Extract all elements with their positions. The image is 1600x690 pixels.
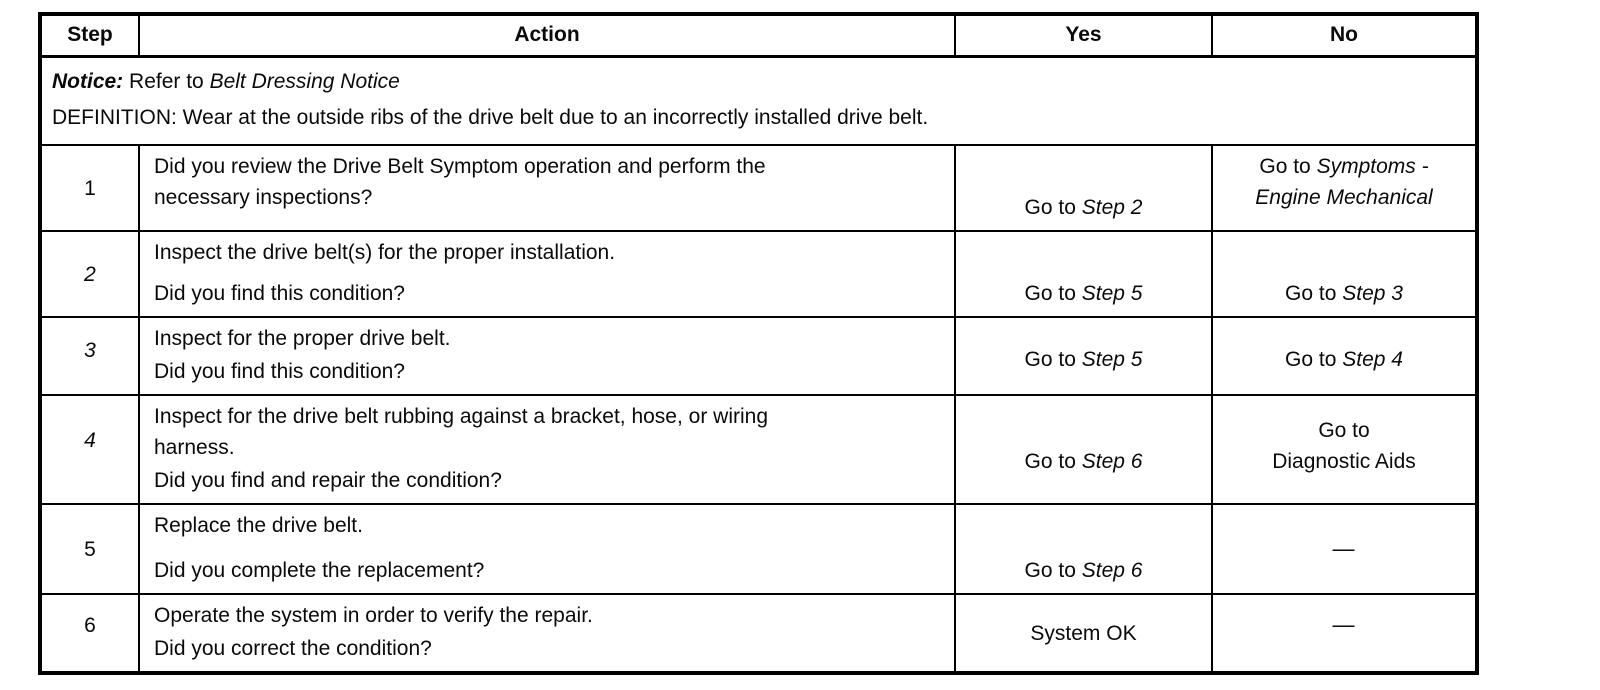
no-value: Go to xyxy=(1318,419,1370,442)
question-text: Did you complete the replacement? xyxy=(154,559,485,582)
step-cell: 1 xyxy=(39,144,140,232)
step-cell: 4 xyxy=(39,394,140,505)
no-value: Go to Symptoms - xyxy=(1259,151,1428,182)
step-ref: Step 6 xyxy=(1081,450,1143,473)
no-value: Go to Step 4 xyxy=(1285,344,1403,375)
dash-placeholder: — xyxy=(1332,612,1356,637)
goto-text: Go to xyxy=(1024,282,1076,305)
step-number: 2 xyxy=(84,262,96,286)
action-cell: Inspect for the drive belt rubbing again… xyxy=(138,394,956,505)
no-value: Go to Step 3 xyxy=(1285,278,1403,309)
col-header-yes: Yes xyxy=(954,13,1213,58)
yes-cell: System OK xyxy=(954,593,1213,674)
yes-cell: Go to Step 2 xyxy=(954,144,1213,232)
action-line: Replace the drive belt. xyxy=(154,514,363,537)
question-text: Did you find this condition? xyxy=(154,282,405,305)
table-row: 4 Inspect for the drive belt rubbing aga… xyxy=(39,394,1478,505)
goto-text: Go to xyxy=(1024,559,1076,582)
action-cell: Operate the system in order to verify th… xyxy=(138,593,956,674)
step-number: 5 xyxy=(84,537,96,561)
notice-reference: Belt Dressing Notice xyxy=(209,70,400,93)
no-cell: — xyxy=(1211,593,1478,674)
symptoms-ref: Symptoms - xyxy=(1316,155,1429,178)
table-row: 5 Replace the drive belt. Did you comple… xyxy=(39,503,1478,595)
table-row: 1 Did you review the Drive Belt Symptom … xyxy=(39,144,1478,232)
goto-text: Go to xyxy=(1259,155,1311,178)
step-number: 3 xyxy=(84,338,96,362)
yes-cell: Go to Step 5 xyxy=(954,230,1213,318)
no-cell: Go to Step 3 xyxy=(1211,230,1478,318)
step-cell: 5 xyxy=(39,503,140,595)
notice-definition-cell: Notice: Refer to Belt Dressing Notice DE… xyxy=(39,55,1478,146)
action-line: harness. xyxy=(154,436,235,459)
yes-cell: Go to Step 5 xyxy=(954,316,1213,396)
goto-text: Go to xyxy=(1285,282,1337,305)
dash-placeholder: — xyxy=(1332,535,1356,561)
action-line: Inspect the drive belt(s) for the proper… xyxy=(154,241,616,264)
action-line: necessary inspections? xyxy=(154,186,373,209)
action-line: Inspect for the proper drive belt. xyxy=(154,327,451,350)
table-row: 6 Operate the system in order to verify … xyxy=(39,593,1478,674)
step-ref: Step 2 xyxy=(1081,196,1143,219)
step-cell: 6 xyxy=(39,593,140,674)
step-ref: Step 4 xyxy=(1342,348,1403,371)
step-cell: 3 xyxy=(39,316,140,396)
step-ref: Step 3 xyxy=(1342,282,1403,305)
goto-text: Go to xyxy=(1285,348,1337,371)
diagnostic-table: Step Action Yes No Notice: Refer to Belt… xyxy=(38,12,1479,675)
goto-text: Go to xyxy=(1024,348,1076,371)
action-line: Inspect for the drive belt rubbing again… xyxy=(154,405,769,428)
yes-value: Go to Step 2 xyxy=(1025,192,1143,223)
step-ref: Step 5 xyxy=(1081,282,1143,305)
col-header-step: Step xyxy=(39,13,140,58)
notice-text: Refer to xyxy=(129,70,204,93)
step-ref: Step 5 xyxy=(1081,348,1143,371)
goto-text: Go to xyxy=(1024,450,1076,473)
question-text: Did you find and repair the condition? xyxy=(154,469,502,492)
notice-line: Notice: Refer to Belt Dressing Notice xyxy=(42,64,1475,100)
yes-value: Go to Step 6 xyxy=(1025,555,1143,586)
action-cell: Inspect the drive belt(s) for the proper… xyxy=(138,230,956,318)
yes-value: Go to Step 5 xyxy=(1025,278,1143,309)
definition-line: DEFINITION: Wear at the outside ribs of … xyxy=(52,106,929,129)
action-line: Operate the system in order to verify th… xyxy=(154,604,593,627)
action-line: Did you review the Drive Belt Symptom op… xyxy=(154,155,766,178)
no-cell: — xyxy=(1211,503,1478,595)
action-cell: Replace the drive belt. Did you complete… xyxy=(138,503,956,595)
goto-text: Go to xyxy=(1024,196,1076,219)
table-row: 2 Inspect the drive belt(s) for the prop… xyxy=(39,230,1478,318)
col-header-no: No xyxy=(1211,13,1478,58)
yes-cell: Go to Step 6 xyxy=(954,394,1213,505)
action-cell: Inspect for the proper drive belt. Did y… xyxy=(138,316,956,396)
step-cell: 2 xyxy=(39,230,140,318)
yes-value: Go to Step 6 xyxy=(1025,446,1143,477)
no-cell: Go to Step 4 xyxy=(1211,316,1478,396)
table-row: 3 Inspect for the proper drive belt. Did… xyxy=(39,316,1478,396)
yes-value: System OK xyxy=(1030,622,1137,645)
table-header-row: Step Action Yes No xyxy=(39,13,1478,58)
col-header-action: Action xyxy=(138,13,956,58)
step-ref: Step 6 xyxy=(1081,559,1143,582)
symptoms-ref: Engine Mechanical xyxy=(1255,186,1433,209)
step-number: 4 xyxy=(84,428,96,452)
action-cell: Did you review the Drive Belt Symptom op… xyxy=(138,144,956,232)
no-cell: Go to Diagnostic Aids xyxy=(1211,394,1478,505)
question-text: Did you correct the condition? xyxy=(154,637,432,660)
step-number: 6 xyxy=(84,614,96,637)
step-number: 1 xyxy=(84,176,96,200)
notice-label: Notice: xyxy=(52,70,124,93)
yes-value: Go to Step 5 xyxy=(1025,344,1143,375)
notice-definition-row: Notice: Refer to Belt Dressing Notice DE… xyxy=(39,55,1478,146)
question-text: Did you find this condition? xyxy=(154,360,405,383)
yes-cell: Go to Step 6 xyxy=(954,503,1213,595)
no-cell: Go to Symptoms - Engine Mechanical xyxy=(1211,144,1478,232)
diagnostic-aids-ref: Diagnostic Aids xyxy=(1272,450,1416,473)
